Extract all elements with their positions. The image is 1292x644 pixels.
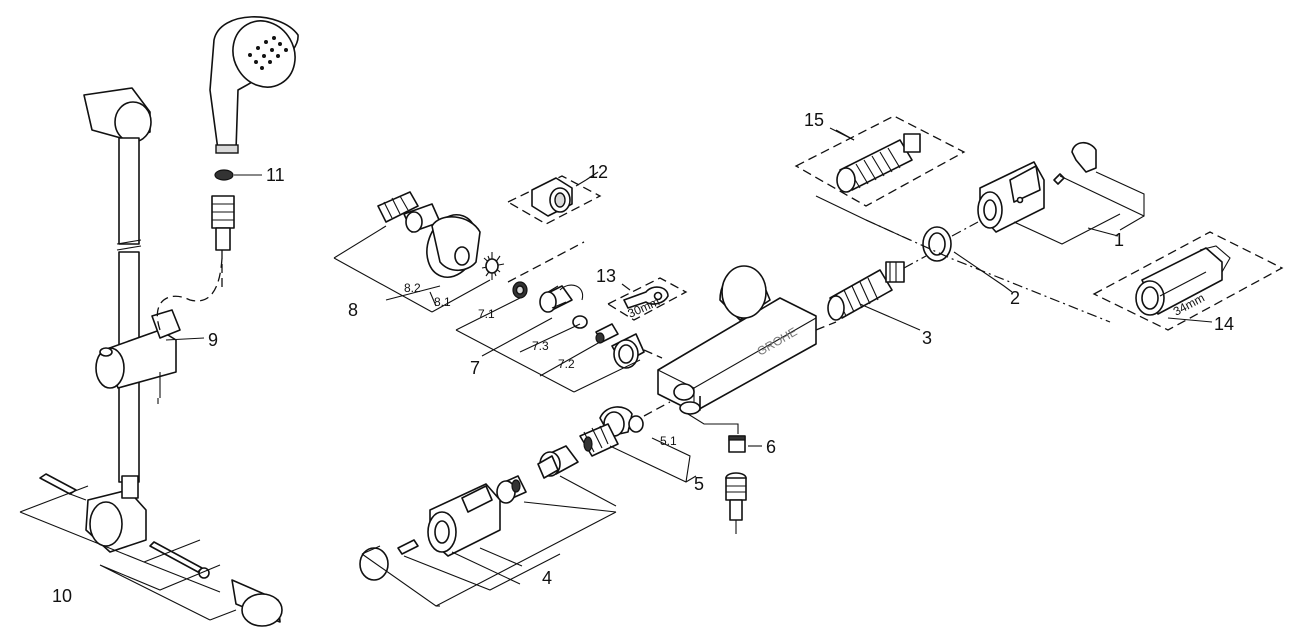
outlet-group-4: [359, 445, 579, 581]
spray-nozzles-icon: [248, 36, 288, 70]
label-part-7-3: 7.3: [532, 339, 549, 353]
label-part-15: 15: [804, 110, 824, 130]
rail-tube: [116, 137, 142, 483]
temperature-handle-1: [977, 161, 1045, 233]
part-12-kit: [506, 175, 602, 225]
rail-cover-cap: [231, 579, 283, 627]
leader-3: [859, 303, 921, 331]
shower-rail-assembly: [19, 87, 283, 627]
wall-bracket: [39, 473, 147, 553]
label-part-4: 4: [542, 568, 552, 588]
label-part-3: 3: [922, 328, 932, 348]
leader-14: [1167, 317, 1213, 323]
part-labels: 1 2 3 4 5 5.1 6 7 7.1 7.2 7.3 8 8.1 8.2 …: [52, 110, 1234, 606]
label-part-13: 13: [596, 266, 616, 286]
part-5-bracket: [609, 437, 697, 483]
label-part-7-2: 7.2: [558, 357, 575, 371]
part-15-kit: [794, 115, 966, 207]
label-part-1: 1: [1114, 230, 1124, 250]
washer-11: [214, 169, 234, 181]
rail-top-cap: [83, 87, 152, 143]
diverter-5: [579, 406, 644, 457]
label-part-14: 14: [1214, 314, 1234, 334]
label-part-7-1: 7.1: [478, 307, 495, 321]
leader-15: [829, 127, 855, 141]
handle-screw: [1053, 173, 1065, 185]
leader-1: [1087, 227, 1119, 237]
part-13-wrench-kit: [606, 277, 688, 321]
nipple-6: [728, 435, 746, 453]
label-part-8: 8: [348, 300, 358, 320]
label-part-10: 10: [52, 586, 72, 606]
leader-9: [165, 337, 205, 341]
label-part-12: 12: [588, 162, 608, 182]
part-14-tool-kit: [1092, 231, 1284, 331]
label-part-6: 6: [766, 437, 776, 457]
inlet-group-7: [512, 281, 645, 369]
outlet-hose-nut: [725, 472, 747, 534]
label-part-8-2: 8.2: [404, 281, 421, 295]
leader-13: [621, 283, 631, 291]
hose-nut: [211, 195, 235, 251]
part-10-box: [19, 485, 237, 621]
leader-12: [585, 171, 599, 181]
label-part-2: 2: [1010, 288, 1020, 308]
hand-shower: [209, 16, 299, 154]
handle-cap: [1071, 141, 1097, 173]
star-washer-8-1: [481, 252, 505, 280]
label-part-7: 7: [470, 358, 480, 378]
thermostat-body: GROHE: [657, 265, 817, 415]
label-part-11: 11: [266, 165, 285, 185]
hand-shower-holder: [95, 309, 181, 398]
part-7-bracket: [455, 297, 641, 393]
leader-2: [953, 251, 1013, 293]
label-part-9: 9: [208, 330, 218, 350]
shower-hose-path: [156, 257, 223, 331]
label-part-5-1: 5.1: [660, 434, 677, 448]
escutcheon-8-2: [426, 214, 481, 278]
part-8-bracket: [333, 225, 491, 313]
thermo-cartridge-3: [827, 261, 905, 321]
fixing-screw: [149, 541, 210, 579]
inlet-adapter-8: [377, 191, 441, 233]
label-part-8-1: 8.1: [434, 295, 451, 309]
label-part-5: 5: [694, 474, 704, 494]
